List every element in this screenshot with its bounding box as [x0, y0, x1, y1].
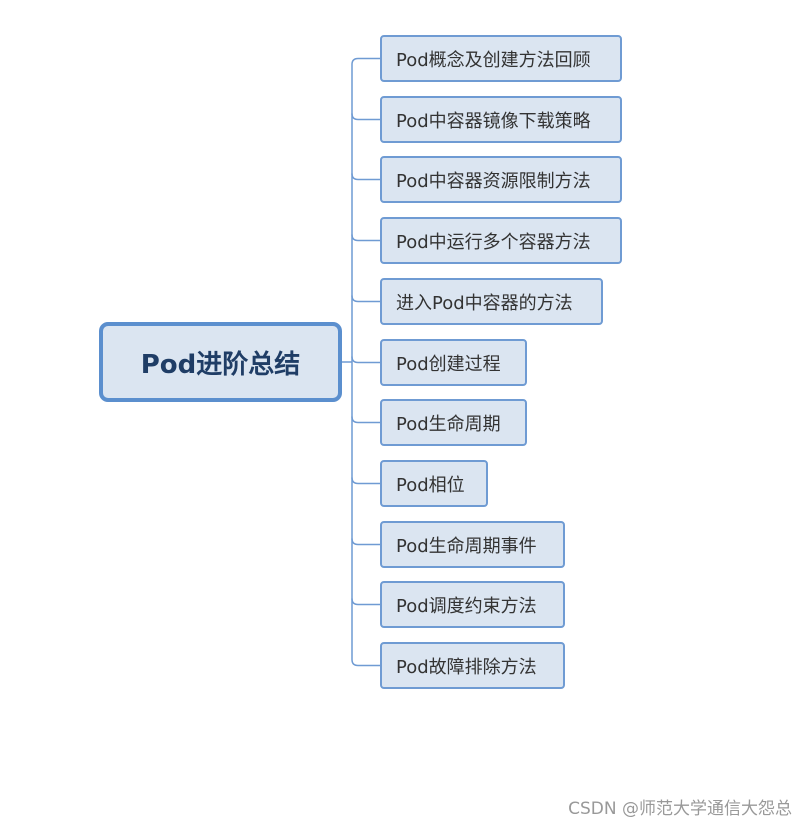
child-node-label: 进入Pod中容器的方法 [396, 292, 573, 314]
connector-trunk [351, 57, 380, 667]
connector-branch [351, 173, 380, 181]
child-node-label: Pod故障排除方法 [396, 656, 537, 678]
child-node-label: Pod生命周期事件 [396, 535, 537, 557]
child-node-scheduling[interactable]: Pod调度约束方法 [380, 581, 565, 628]
child-node-label: Pod相位 [396, 474, 465, 496]
connector-branch [351, 477, 380, 485]
connector-branch [351, 234, 380, 242]
watermark: CSDN @师范大学通信大怨总 [568, 799, 792, 819]
connector-branch [351, 416, 380, 424]
child-node-concept[interactable]: Pod概念及创建方法回顾 [380, 35, 622, 82]
child-node-exec-container[interactable]: 进入Pod中容器的方法 [380, 278, 603, 325]
child-node-label: Pod中容器镜像下载策略 [396, 110, 591, 132]
connector-branch [351, 356, 380, 364]
child-node-resource-limits[interactable]: Pod中容器资源限制方法 [380, 156, 622, 203]
root-node[interactable]: Pod进阶总结 [99, 322, 342, 402]
child-node-lifecycle[interactable]: Pod生命周期 [380, 399, 527, 446]
child-node-label: Pod概念及创建方法回顾 [396, 49, 591, 71]
child-node-phase[interactable]: Pod相位 [380, 460, 488, 507]
child-node-label: Pod生命周期 [396, 413, 501, 435]
child-node-lifecycle-events[interactable]: Pod生命周期事件 [380, 521, 565, 568]
connector-branch [351, 598, 380, 606]
connector-branch [351, 295, 380, 303]
child-node-multi-container[interactable]: Pod中运行多个容器方法 [380, 217, 622, 264]
child-node-image-pull-policy[interactable]: Pod中容器镜像下载策略 [380, 96, 622, 143]
connector-branch [351, 113, 380, 121]
child-node-label: Pod调度约束方法 [396, 595, 537, 617]
child-node-creation-process[interactable]: Pod创建过程 [380, 339, 527, 386]
root-node-label: Pod进阶总结 [140, 349, 301, 380]
child-node-label: Pod创建过程 [396, 353, 501, 375]
child-node-label: Pod中运行多个容器方法 [396, 231, 591, 253]
child-node-troubleshooting[interactable]: Pod故障排除方法 [380, 642, 565, 689]
connector-branch [351, 538, 380, 546]
child-node-label: Pod中容器资源限制方法 [396, 170, 591, 192]
